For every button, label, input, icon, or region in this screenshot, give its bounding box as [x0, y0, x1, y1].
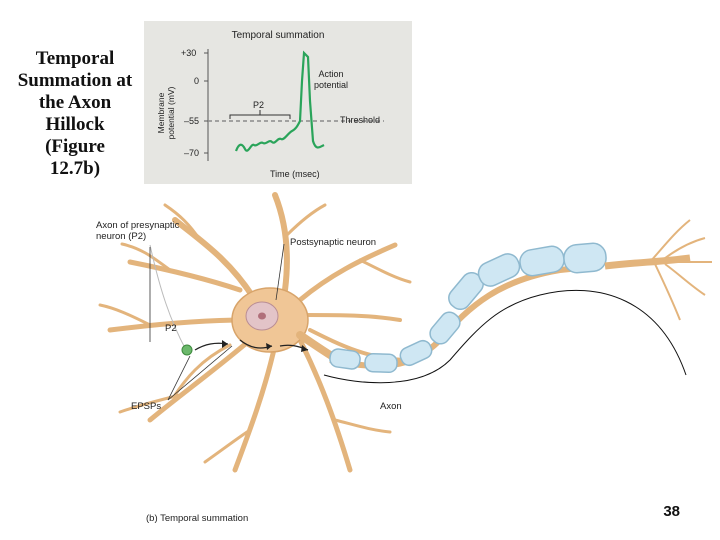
epsps-label: EPSPs	[131, 401, 162, 412]
leader-lines	[149, 243, 285, 401]
figure-caption: (b) Temporal summation	[146, 513, 249, 524]
nucleolus	[258, 312, 266, 320]
ytick-plus30: +30	[181, 48, 197, 58]
presynaptic-terminal-p2	[181, 344, 193, 356]
graph-x-axis-label: Time (msec)	[270, 169, 320, 179]
axon-terminals	[649, 219, 712, 321]
slide-title: Temporal Summation at the Axon Hillock (…	[17, 48, 133, 179]
ytick-minus70: –70	[184, 148, 200, 158]
postsynaptic-neuron-label: Postsynaptic neuron	[290, 237, 377, 248]
graph-plot-area	[204, 49, 384, 161]
page-number: 38	[663, 503, 680, 520]
axon-terminal-branch	[604, 254, 691, 270]
epsp-arrowheads	[222, 340, 308, 352]
graph-title: Temporal summation	[231, 30, 325, 41]
threshold-label: Threshold	[340, 115, 381, 125]
ytick-0: 0	[194, 76, 200, 86]
temporal-summation-graph: Temporal summation Membrane potential (m…	[144, 21, 412, 184]
dendrites	[98, 192, 412, 473]
myelin-sheath	[329, 242, 607, 374]
diagram-p2-label: P2	[165, 323, 177, 334]
presynaptic-axon	[149, 244, 187, 351]
graph-p2-label: P2	[253, 100, 265, 110]
axon-bracket-line	[323, 289, 687, 384]
action-potential-label: Action potential	[314, 69, 349, 90]
axon-label: Axon	[380, 401, 402, 412]
membrane-potential-trace	[234, 50, 325, 152]
ytick-minus55: –55	[184, 116, 200, 126]
presynaptic-neuron-label: Axon of presynaptic neuron (P2)	[96, 220, 180, 242]
